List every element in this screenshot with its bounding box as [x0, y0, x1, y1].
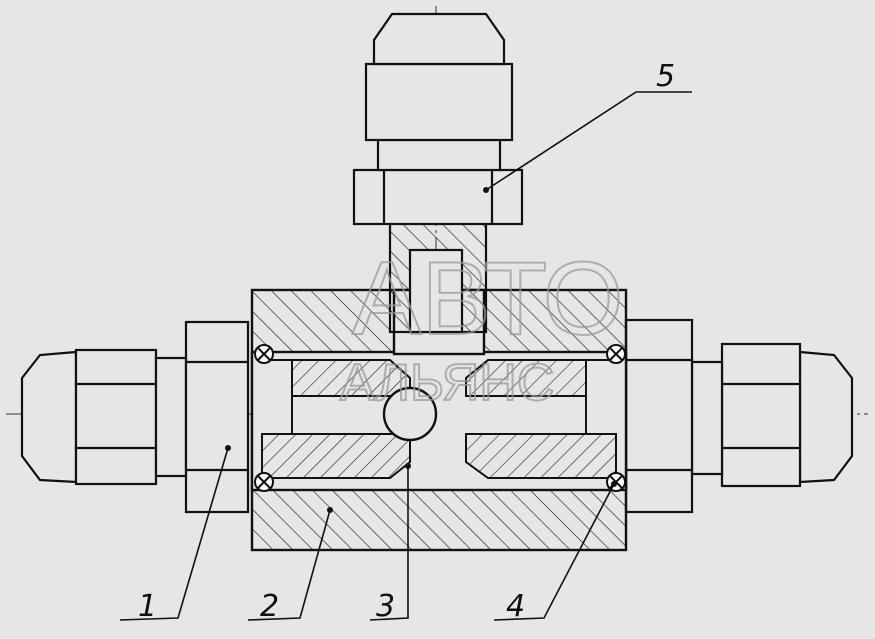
- callout-2: 2: [260, 589, 279, 624]
- callout-5: 5: [656, 59, 675, 94]
- callout-3: 3: [376, 589, 395, 624]
- top-branch: [352, 12, 524, 334]
- watermark: АВТО АЛЬЯНС: [339, 240, 625, 413]
- watermark-line1: АВТО: [352, 241, 624, 357]
- check-ball: [382, 386, 438, 442]
- callout-4: 4: [506, 589, 525, 624]
- watermark-line2: АЛЬЯНС: [340, 354, 554, 412]
- leader-lines: [119, 91, 692, 621]
- left-nipple: [20, 320, 250, 514]
- callout-1: 1: [138, 589, 157, 624]
- leader-dots: [225, 187, 617, 513]
- right-nipple: [624, 318, 854, 514]
